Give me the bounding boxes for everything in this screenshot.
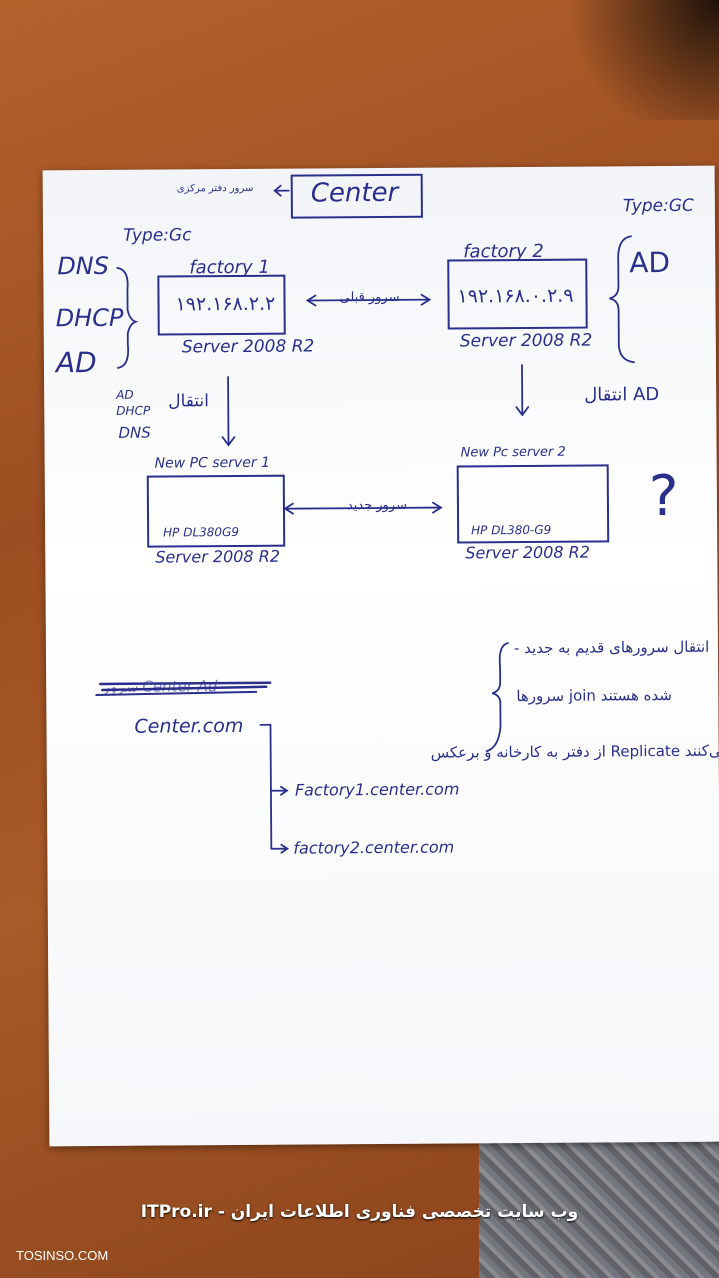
domain-child2: factory2.center.com <box>293 837 455 858</box>
center-note: سرور دفتر مرکزی <box>176 182 254 195</box>
transfer-right-text: انتقال AD <box>584 384 660 406</box>
footer-credit: TOSINSO.COM <box>16 1248 109 1263</box>
old-link-label: سرور قبلی <box>339 289 400 306</box>
struck-text: سرور Center Ad <box>102 677 218 696</box>
domain-root: Center.com <box>134 714 244 738</box>
note-replicate: از دفتر به کارخانه و برعکس Replicate می‌… <box>430 741 719 762</box>
factory2-role: AD <box>629 245 671 280</box>
role-dns: DNS <box>57 251 110 281</box>
center-label: Center <box>310 177 399 209</box>
new-server1-os: Server 2008 R2 <box>155 546 281 567</box>
question-mark: ? <box>648 463 679 530</box>
type-gc-right: Type:GC <box>622 195 694 217</box>
type-gc-left: Type:Gc <box>122 225 192 246</box>
new-server2-title: New Pc server 2 <box>460 444 566 461</box>
role-ad: AD <box>55 345 97 380</box>
factory1-ip: ۱۹۲.۱۶۸.۲.۲ <box>175 292 276 316</box>
domain-child1: Factory1.center.com <box>294 779 460 800</box>
factory1-os: Server 2008 R2 <box>181 336 315 358</box>
footer-site-text: ITPro.ir - وب سایت تخصصی فناوری اطلاعات … <box>140 1202 579 1222</box>
transfer-left-role-dns: DNS <box>118 423 151 442</box>
note-join: سرورها join شده هستند <box>516 685 673 706</box>
diagram-lines <box>95 184 635 854</box>
new-server1-model: HP DL380G9 <box>163 524 240 540</box>
new-server2-os: Server 2008 R2 <box>465 542 591 563</box>
table-shadow <box>539 0 719 120</box>
transfer-left-text: انتقال <box>168 391 210 412</box>
role-dhcp: DHCP <box>55 303 124 333</box>
paper-sheet: Center سرور دفتر مرکزی Type:Gc Type:GC D… <box>42 165 719 1147</box>
new-link-label: سرور جدید <box>346 497 408 514</box>
new-server2-model: HP DL380-G9 <box>471 522 552 538</box>
factory2-os: Server 2008 R2 <box>459 330 593 352</box>
new-server1-title: New PC server 1 <box>154 454 271 472</box>
transfer-left-role-dhcp: DHCP <box>116 403 151 418</box>
transfer-left-role-ad: AD <box>116 387 134 402</box>
note-transfer: - انتقال سرورهای قدیم به جدید <box>513 637 710 658</box>
factory2-ip: ۱۹۲.۱۶۸.۰.۲.۹ <box>457 284 574 308</box>
